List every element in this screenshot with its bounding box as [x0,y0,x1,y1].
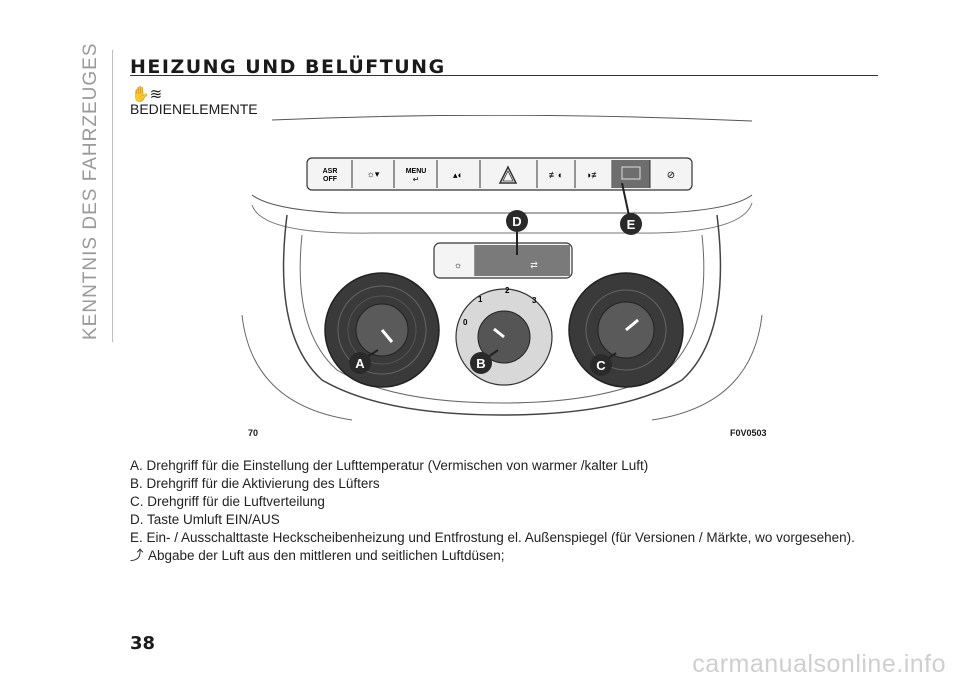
svg-text:C: C [596,358,606,373]
page-number: 38 [130,633,156,654]
figure-code: F0V0503 [730,428,767,438]
section-subtitle: BEDIENELEMENTE [130,101,258,117]
svg-text:⇄: ⇄ [530,260,538,270]
svg-text:◑≢: ◑≢ [586,170,600,180]
callout-e: E [620,213,642,235]
callout-b: B [470,352,492,374]
climate-control-figure: ASR OFF ☼▾ MENU ↵ ▴◐ ≢◐ ◑≢ ⊘ ☼ ⇄ 1 2 3 0 [232,114,772,445]
menu-button-label: MENU [406,168,427,175]
hand-fan-icon: ✋≋ [131,86,163,103]
description-a: A. Drehgriff für die Einstellung der Luf… [130,458,649,473]
svg-text:D: D [512,214,521,229]
side-section-label: KENNTNIS DES FAHRZEUGES [80,43,110,341]
airflow-item: ⤴ Abgabe der Luft aus den mittleren und s… [130,547,855,565]
description-d: D. Taste Umluft EIN/AUS [130,512,280,527]
svg-text:↵: ↵ [413,175,420,184]
description-c: C. Drehgriff für die Luftverteilung [130,494,325,509]
fan-level-0: 0 [463,318,468,327]
fan-level-2: 2 [505,286,510,295]
vent-airflow-icon: ⤴ [130,548,144,563]
figure-page-ref: 70 [248,428,259,438]
title-underline [130,75,878,76]
svg-text:▴◐: ▴◐ [453,170,463,180]
svg-text:B: B [476,356,485,371]
side-section-label-text: KENNTNIS DES FAHRZEUGES [80,42,101,341]
svg-text:E: E [627,217,636,232]
page-title: HEIZUNG UND BELÜFTUNG [130,56,446,78]
callout-c: C [590,354,612,376]
callout-a: A [349,352,371,374]
side-divider [112,50,113,342]
airflow-text: Abgabe der Luft aus den mittleren und se… [148,548,505,563]
dashboard-illustration: ASR OFF ☼▾ MENU ↵ ▴◐ ≢◐ ◑≢ ⊘ ☼ ⇄ 1 2 3 0 [241,114,763,421]
svg-text:☼▾: ☼▾ [367,169,380,179]
svg-text:OFF: OFF [323,176,338,183]
description-list: A. Drehgriff für die Einstellung der Luf… [130,457,855,565]
asr-off-button-label: ASR [323,168,338,175]
svg-text:⊘: ⊘ [667,170,675,181]
watermark: carmanualsonline.info [692,650,946,678]
description-b: B. Drehgriff für die Aktivierung des Lüf… [130,476,380,491]
fan-level-1: 1 [478,295,483,304]
svg-text:☼: ☼ [454,260,462,270]
svg-text:A: A [355,356,365,371]
description-e: E. Ein- / Ausschalttaste Heckscheibenhei… [130,530,855,545]
callout-d: D [506,210,528,232]
svg-text:≢◐: ≢◐ [549,170,563,180]
fan-level-3: 3 [532,296,537,305]
